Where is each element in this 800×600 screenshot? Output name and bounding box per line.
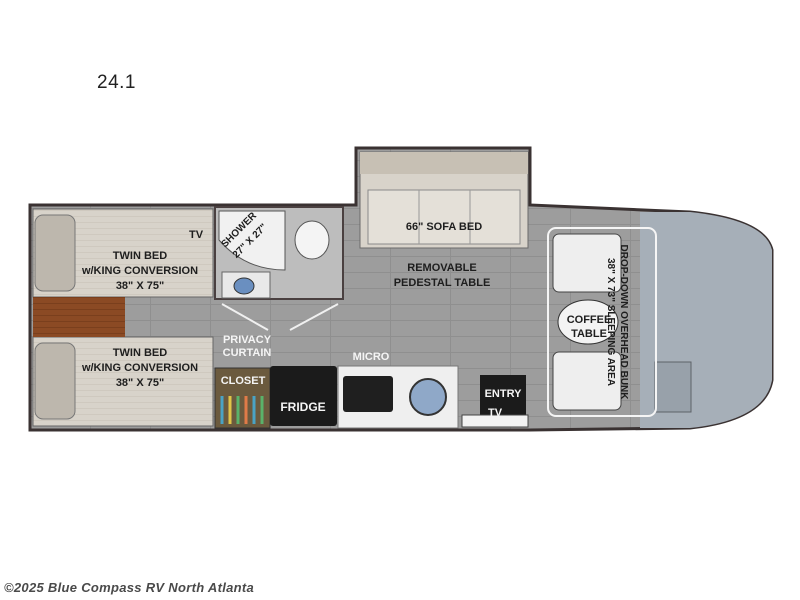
table-label-line1: REMOVABLE <box>407 262 476 274</box>
coffee-table-label-line1: COFFEE <box>567 314 612 326</box>
closet-label: CLOSET <box>221 375 266 387</box>
cab-chair-top <box>552 233 622 293</box>
galley-sink <box>409 378 447 416</box>
tv-front-label: TV <box>488 407 503 419</box>
bath-door-left <box>221 303 269 331</box>
twin-bed-top-label-line1: TWIN BED <box>113 250 167 262</box>
closet-hangers <box>220 396 264 424</box>
entry-door <box>461 414 529 428</box>
bunk-label-line1: DROP-DOWN OVERHEAD BUNK <box>618 245 629 401</box>
twin-bed-bottom <box>32 336 214 427</box>
coffee-table <box>557 299 619 345</box>
micro-label: MICRO <box>353 351 390 363</box>
cab-chair-bottom <box>552 351 622 411</box>
twin-bed-top-label-line3: 38" X 75" <box>116 280 164 292</box>
model-number: 24.1 <box>97 72 136 93</box>
toilet <box>294 220 330 260</box>
stovetop <box>343 376 393 412</box>
twin-bed-top-label-line2: w/KING CONVERSION <box>81 265 198 277</box>
coffee-table-label-line2: TABLE <box>571 328 607 340</box>
bunk-label-line2: 38" X 73" SLEEPING AREA <box>605 258 616 386</box>
twin-bed-bottom-label-line2: w/KING CONVERSION <box>81 362 198 374</box>
fridge <box>270 366 337 426</box>
fridge-label: FRIDGE <box>280 400 325 414</box>
sofa-label: 66" SOFA BED <box>406 221 482 233</box>
twin-bed-bottom-label-line1: TWIN BED <box>113 347 167 359</box>
overhead-bunk <box>547 227 657 417</box>
twin-bed-bottom-label-line3: 38" X 75" <box>116 377 164 389</box>
tv-rear-label: TV <box>189 229 204 241</box>
sofa-bed <box>359 151 529 249</box>
table-label-line2: PEDESTAL TABLE <box>394 277 491 289</box>
privacy-label-line1: PRIVACY <box>223 334 272 346</box>
privacy-label-line2: CURTAIN <box>223 347 272 359</box>
bath-door-right <box>289 303 339 331</box>
bath-sink <box>233 277 255 295</box>
twin-bed-top <box>32 208 214 298</box>
wood-nightstand <box>33 297 125 337</box>
watermark: ©2025 Blue Compass RV North Atlanta <box>4 580 255 595</box>
entry-label: ENTRY <box>485 388 523 400</box>
shower <box>218 210 286 271</box>
cab-seat <box>654 361 692 413</box>
